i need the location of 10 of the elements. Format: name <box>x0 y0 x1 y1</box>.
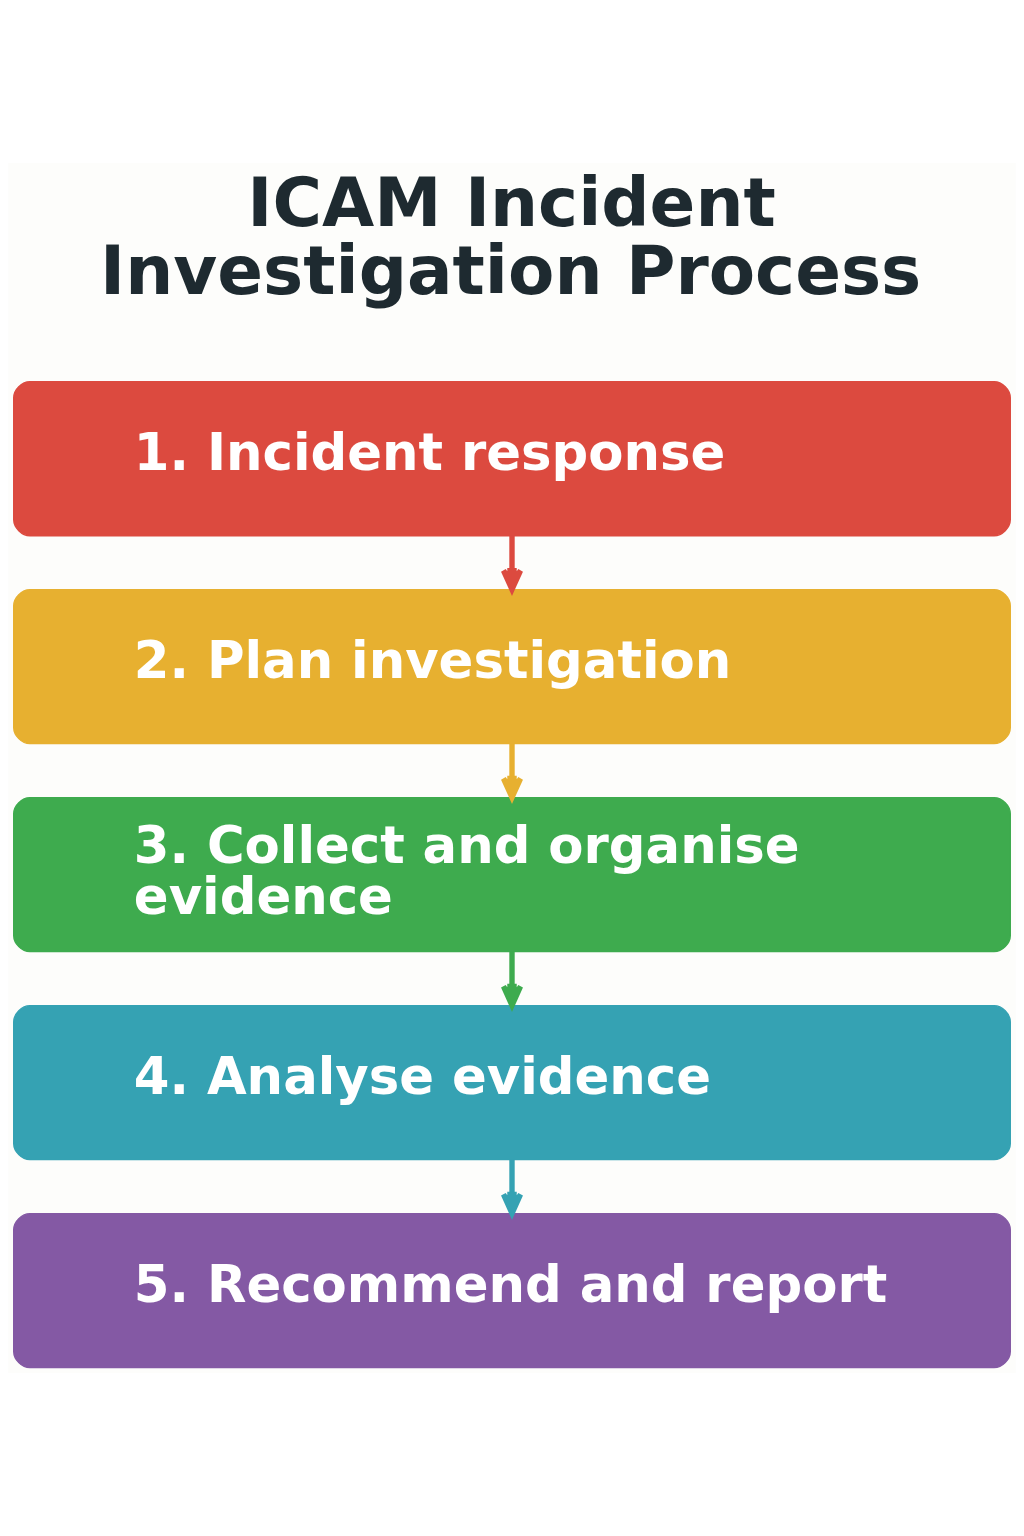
node-box: 4. Analyse evidence <box>13 1005 1011 1161</box>
node-box: 1. Incident response <box>13 381 1011 537</box>
arrow <box>500 951 524 1009</box>
arrow <box>500 743 524 801</box>
arrow <box>500 535 524 593</box>
node-box: 3. Collect and organise evidence <box>13 797 1011 953</box>
node-box: 2. Plan investigation <box>13 589 1011 745</box>
diagram-title: ICAM Incident Investigation Process <box>100 163 922 310</box>
node-box: 5. Recommend and report <box>13 1212 1011 1369</box>
arrow <box>500 1159 524 1217</box>
